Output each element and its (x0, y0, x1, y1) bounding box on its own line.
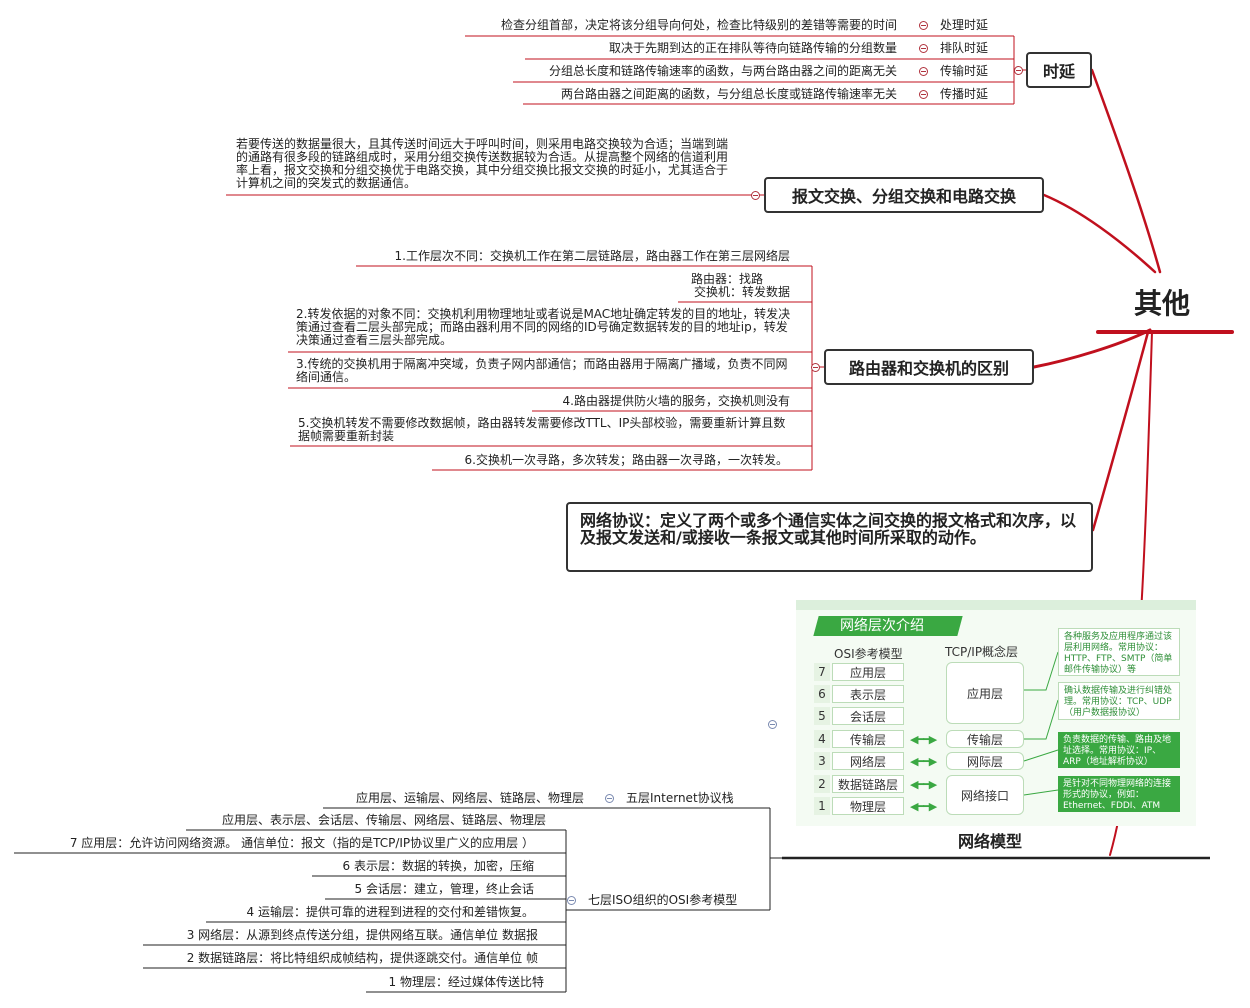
osi-layer-7: 应用层 (832, 663, 904, 681)
osi-item-6: 6 表示层：数据的转换，加密，压缩 (342, 859, 534, 873)
router-item-6: 6.交换机一次寻路，多次转发；路由器一次寻路，一次转发。 (464, 453, 788, 467)
router-item-switch: 交换机：转发数据 (693, 285, 790, 299)
collapse-processing-icon[interactable] (919, 21, 928, 30)
delay-processing[interactable]: 处理时延 (940, 18, 989, 32)
five-layer-label[interactable]: 五层Internet协议栈 (626, 791, 734, 805)
osi-num-6: 6 (814, 685, 830, 703)
osi-num-5: 5 (814, 707, 830, 725)
osi-layer-4: 传输层 (832, 730, 904, 748)
layer-arrow-icon: ◀━━▶ (910, 733, 937, 746)
tcpip-header: TCP/IP概念层 (945, 645, 1019, 659)
tcpip-layer-internet: 网际层 (946, 752, 1024, 770)
osi-num-4: 4 (814, 730, 830, 748)
layer-arrow-icon: ◀━━▶ (910, 778, 937, 791)
layer-arrow-icon: ◀━━▶ (910, 800, 937, 813)
router-item-1: 1.工作层次不同：交换机工作在第二层链路层，路由器工作在第三层网络层 (394, 249, 790, 263)
delay-desc-propagation: 两台路由器之间距离的函数，与分组总长度或链路传输速率无关 (560, 87, 897, 101)
topic-router-switch[interactable]: 路由器和交换机的区别 (824, 349, 1034, 385)
network-layers-image: 网络层次介绍 OSI参考模型 TCP/IP概念层 7 应用层 6 表示层 5 会… (796, 600, 1196, 826)
topic-switching[interactable]: 报文交换、分组交换和电路交换 (764, 177, 1044, 213)
topic-network-model[interactable]: 网络模型 (958, 832, 1023, 851)
osi-num-1: 1 (814, 797, 830, 815)
router-item-router: 路由器：找路 (690, 272, 763, 286)
router-item-4: 4.路由器提供防火墙的服务，交换机则没有 (562, 394, 790, 408)
topic-delay[interactable]: 时延 (1026, 52, 1092, 88)
osi-item-5: 5 会话层：建立，管理，终止会话 (354, 882, 534, 896)
note-application: 各种服务及应用程序通过该层利用网络。常用协议：HTTP、FTP、SMTP（简单邮… (1058, 628, 1180, 676)
seven-layer-summary: 应用层、表示层、会话层、传输层、网络层、链路层、物理层 (221, 813, 546, 827)
switching-note: 若要传送的数据量很大，且其传送时间远大于呼叫时间，则采用电路交换较为合适；当端到… (236, 137, 729, 190)
osi-num-7: 7 (814, 663, 830, 681)
branch-to-router (1032, 328, 1152, 369)
collapse-router-switch-icon[interactable] (811, 363, 820, 372)
collapse-queuing-icon[interactable] (919, 44, 928, 53)
layer-arrow-icon: ◀━━▶ (910, 755, 937, 768)
delay-desc-queuing: 取决于先期到达的正在排队等待向链路传输的分组数量 (608, 41, 897, 55)
router-item-2: 2.转发依据的对象不同：交换机利用物理地址或者说是MAC地址确定转发的目的地址，… (296, 307, 791, 347)
delay-transmission[interactable]: 传输时延 (940, 64, 989, 78)
collapse-delay-icon[interactable] (1014, 66, 1023, 75)
osi-layer-1: 物理层 (832, 797, 904, 815)
note-link: 是针对不同物理网络的连接形式的协议，例如：Ethernet、FDDI、ATM (1058, 776, 1180, 812)
branch-to-switching (1042, 193, 1157, 274)
collapse-switching-icon[interactable] (751, 191, 760, 200)
image-top-bar (796, 600, 1196, 610)
router-item-3: 3.传统的交换机用于隔离冲突域，负责子网内部通信；而路由器用于隔离广播域，负责不… (296, 357, 788, 384)
osi-header: OSI参考模型 (834, 647, 903, 661)
delay-queuing[interactable]: 排队时延 (940, 41, 989, 55)
collapse-seven-layer-icon[interactable] (567, 896, 576, 905)
osi-layer-2: 数据链路层 (832, 775, 904, 793)
branch-to-delay (1090, 68, 1162, 274)
tcpip-layer-application: 应用层 (946, 662, 1024, 724)
tcpip-layer-transport: 传输层 (946, 730, 1024, 748)
branch-to-protocol (1091, 330, 1150, 532)
delay-desc-processing: 检查分组首部，决定将该分组导向何处，检查比特级别的差错等需要的时间 (500, 18, 897, 32)
collapse-transmission-icon[interactable] (919, 67, 928, 76)
osi-item-1: 1 物理层：经过媒体传送比特 (388, 975, 544, 989)
osi-num-2: 2 (814, 775, 830, 793)
osi-layer-5: 会话层 (832, 707, 904, 725)
osi-item-2: 2 数据链路层：将比特组织成帧结构，提供逐跳交付。通信单位 帧 (186, 951, 538, 965)
osi-item-7: 7 应用层：允许访问网络资源。 通信单位：报文（指的是TCP/IP协议里广义的应… (69, 836, 534, 850)
osi-layer-3: 网络层 (832, 752, 904, 770)
five-layer-text: 应用层、运输层、网络层、链路层、物理层 (355, 791, 584, 805)
osi-num-3: 3 (814, 752, 830, 770)
collapse-five-layer-icon[interactable] (605, 794, 614, 803)
osi-item-4: 4 运输层：提供可靠的进程到进程的交付和差错恢复。 (246, 905, 534, 919)
osi-layer-6: 表示层 (832, 685, 904, 703)
tcpip-layer-link: 网络接口 (946, 775, 1024, 815)
note-internet: 负责数据的传输、路由及地址选择。常用协议：IP、ARP（地址解析协议） (1058, 732, 1180, 768)
note-transport: 确认数据传输及进行纠错处理。常用协议：TCP、UDP（用户数据报协议） (1058, 682, 1180, 720)
topic-protocol[interactable]: 网络协议：定义了两个或多个通信实体之间交换的报文格式和次序，以及报文发送和/或接… (566, 502, 1093, 572)
delay-desc-transmission: 分组总长度和链路传输速率的函数，与两台路由器之间的距离无关 (548, 64, 897, 78)
collapse-image-icon[interactable] (768, 720, 777, 729)
router-item-5: 5.交换机转发不需要修改数据帧，路由器转发需要修改TTL、IP头部校验，需要重新… (298, 416, 786, 443)
osi-item-3: 3 网络层：从源到终点传送分组，提供网络互联。通信单位 数据报 (186, 928, 538, 942)
note-connectors (1023, 651, 1059, 796)
central-topic[interactable]: 其他 (1134, 287, 1191, 320)
delay-propagation[interactable]: 传播时延 (940, 87, 989, 101)
seven-layer-label[interactable]: 七层ISO组织的OSI参考模型 (588, 893, 738, 907)
collapse-propagation-icon[interactable] (919, 90, 928, 99)
